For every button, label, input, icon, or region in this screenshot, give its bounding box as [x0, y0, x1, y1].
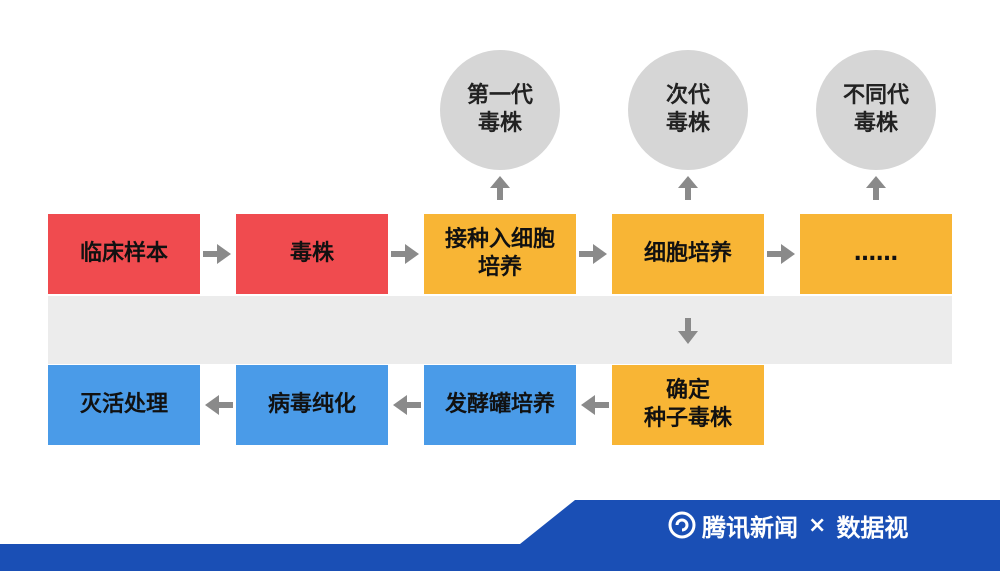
- footer-banner: [0, 500, 1000, 571]
- arrow-up-icon: [490, 176, 510, 200]
- step-inactivation: 灭活处理: [48, 365, 200, 445]
- step-virus-purification-label: 病毒纯化: [267, 392, 356, 417]
- footer-partner-logo: 数据视: [836, 513, 909, 542]
- arrow-up-icon: [678, 176, 698, 200]
- arrow-right-icon: [579, 244, 607, 264]
- step-virus-strain: 毒株: [236, 214, 388, 294]
- step-inoculate-cells: 接种入细胞 培养: [424, 214, 576, 294]
- circle-next-generation-strain: 次代 毒株: [628, 50, 748, 170]
- arrow-up-icon: [866, 176, 886, 200]
- footer-times: ×: [808, 512, 827, 538]
- step-fermenter-culture-label: 发酵罐培养: [444, 392, 555, 417]
- step-inactivation-label: 灭活处理: [79, 392, 168, 417]
- connector-band: [48, 296, 952, 364]
- footer-brand: 腾讯新闻 × 数据视: [668, 510, 909, 542]
- circle-next-generation-label: 次代 毒株: [665, 83, 710, 136]
- step-inoculate-cells-label: 接种入细胞 培养: [444, 227, 555, 280]
- circle-first-generation-strain: 第一代 毒株: [440, 50, 560, 170]
- step-cell-culture-label: 细胞培养: [643, 241, 732, 266]
- footer-brand-name: 腾讯新闻: [702, 513, 798, 542]
- circle-different-generation-strain: 不同代 毒株: [816, 50, 936, 170]
- step-ellipsis: ……: [800, 214, 952, 294]
- arrow-right-icon: [767, 244, 795, 264]
- circle-different-generation-label: 不同代 毒株: [842, 83, 909, 136]
- arrow-left-icon: [393, 395, 421, 415]
- step-confirm-seed-strain-label: 确定 种子毒株: [643, 378, 732, 431]
- circle-first-generation-label: 第一代 毒株: [466, 83, 533, 136]
- arrow-left-icon: [205, 395, 233, 415]
- step-ellipsis-label: ……: [854, 241, 898, 266]
- step-virus-strain-label: 毒株: [289, 241, 334, 266]
- arrow-down-icon: [678, 318, 698, 344]
- step-cell-culture: 细胞培养: [612, 214, 764, 294]
- step-clinical-sample: 临床样本: [48, 214, 200, 294]
- step-confirm-seed-strain: 确定 种子毒株: [612, 365, 764, 445]
- step-virus-purification: 病毒纯化: [236, 365, 388, 445]
- step-clinical-sample-label: 临床样本: [79, 241, 168, 266]
- arrow-left-icon: [581, 395, 609, 415]
- tencent-news-logo-icon: [668, 511, 696, 539]
- step-fermenter-culture: 发酵罐培养: [424, 365, 576, 445]
- arrow-right-icon: [391, 244, 419, 264]
- arrow-right-icon: [203, 244, 231, 264]
